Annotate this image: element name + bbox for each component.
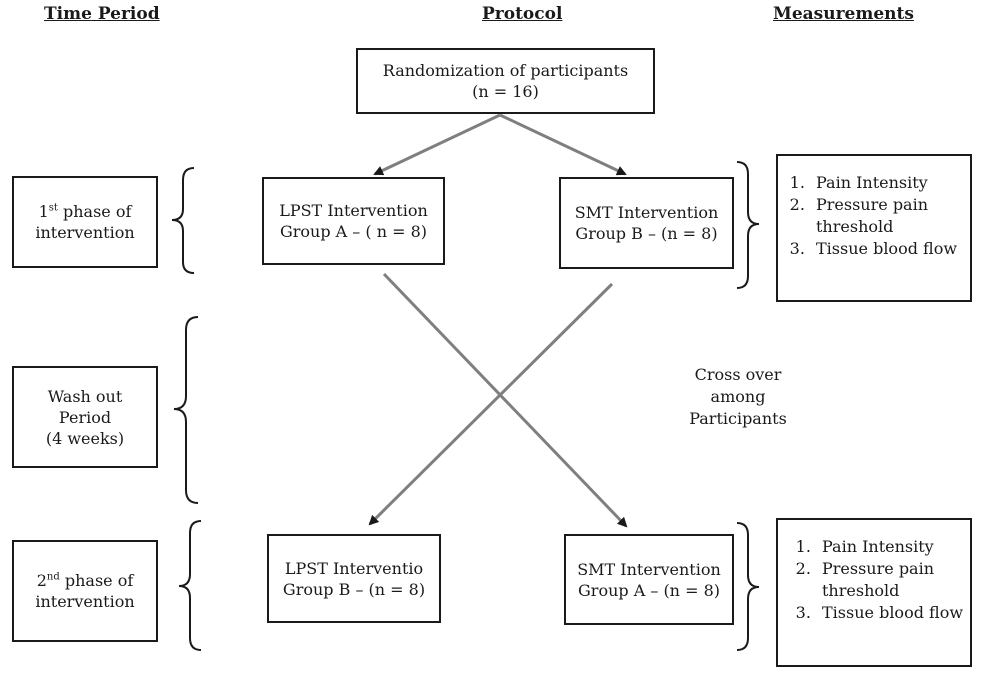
- crossover-arrow-a: [382, 272, 628, 528]
- phase1-line1: 1st phase of: [38, 202, 132, 221]
- header-time-period: Time Period: [44, 4, 160, 24]
- measurement-item: Pain Intensity: [810, 172, 966, 194]
- washout-box: Wash out Period (4 weeks): [12, 366, 158, 468]
- phase2-line1: 2nd phase of: [36, 571, 134, 590]
- phase1-line2: intervention: [35, 223, 135, 242]
- randomization-box: Randomization of participants (n = 16): [356, 48, 655, 114]
- measurement-item: Pain Intensity: [816, 536, 966, 558]
- measurement-item: Pressure pain threshold: [816, 558, 966, 602]
- lpst-phase1-group: Group A – ( n = 8): [279, 222, 428, 241]
- smt-phase1-group: Group B – (n = 8): [575, 224, 718, 243]
- smt-phase2-group: Group A – (n = 8): [578, 580, 720, 600]
- measurement-item: Pressure pain threshold: [810, 194, 966, 238]
- randomization-count: (n = 16): [472, 82, 539, 101]
- washout-line2: Period: [58, 407, 112, 427]
- crossover-line2: among: [710, 387, 766, 406]
- brace-measurements-phase2: [736, 522, 760, 651]
- header-measurements: Measurements: [773, 4, 914, 24]
- lpst-phase2-group: Group B – (n = 8): [282, 579, 426, 599]
- phase1-box: 1st phase of intervention: [12, 176, 158, 268]
- header-protocol: Protocol: [482, 4, 563, 24]
- phase2-box: 2nd phase of intervention: [12, 540, 158, 642]
- measurements-phase1-box: Pain Intensity Pressure pain threshold T…: [776, 154, 972, 302]
- smt-phase1-box: SMT Intervention Group B – (n = 8): [559, 177, 734, 269]
- smt-phase2-box: SMT Intervention Group A – (n = 8): [564, 534, 734, 625]
- brace-phase1: [171, 167, 195, 274]
- arrow-to-smt-phase1: [499, 113, 627, 176]
- measurements-phase2-box: Pain Intensity Pressure pain threshold T…: [776, 518, 972, 667]
- lpst-phase1-title: LPST Intervention: [279, 201, 428, 220]
- washout-line1: Wash out: [47, 386, 123, 406]
- washout-line3: (4 weeks): [45, 428, 125, 448]
- lpst-phase1-box: LPST Intervention Group A – ( n = 8): [262, 177, 445, 265]
- crossover-arrow-b: [368, 282, 614, 526]
- randomization-label: Randomization of participants: [382, 61, 629, 80]
- crossover-line1: Cross over: [694, 365, 782, 384]
- measurement-item: Tissue blood flow: [816, 602, 966, 624]
- measurements-phase2-list: Pain Intensity Pressure pain threshold T…: [794, 536, 966, 624]
- smt-phase1-title: SMT Intervention: [574, 203, 719, 222]
- brace-washout: [173, 316, 199, 504]
- lpst-phase2-title: LPST Interventio: [284, 558, 424, 578]
- brace-measurements-phase1: [736, 161, 760, 289]
- brace-phase2: [178, 520, 202, 651]
- arrow-to-lpst-phase1: [373, 113, 501, 176]
- measurement-item: Tissue blood flow: [810, 238, 966, 260]
- crossover-line3: Participants: [689, 409, 787, 428]
- measurements-phase1-list: Pain Intensity Pressure pain threshold T…: [788, 172, 966, 260]
- crossover-note: Cross over among Participants: [668, 364, 808, 430]
- lpst-phase2-box: LPST Interventio Group B – (n = 8): [267, 534, 441, 623]
- phase2-line2: intervention: [35, 592, 135, 611]
- smt-phase2-title: SMT Intervention: [577, 559, 721, 579]
